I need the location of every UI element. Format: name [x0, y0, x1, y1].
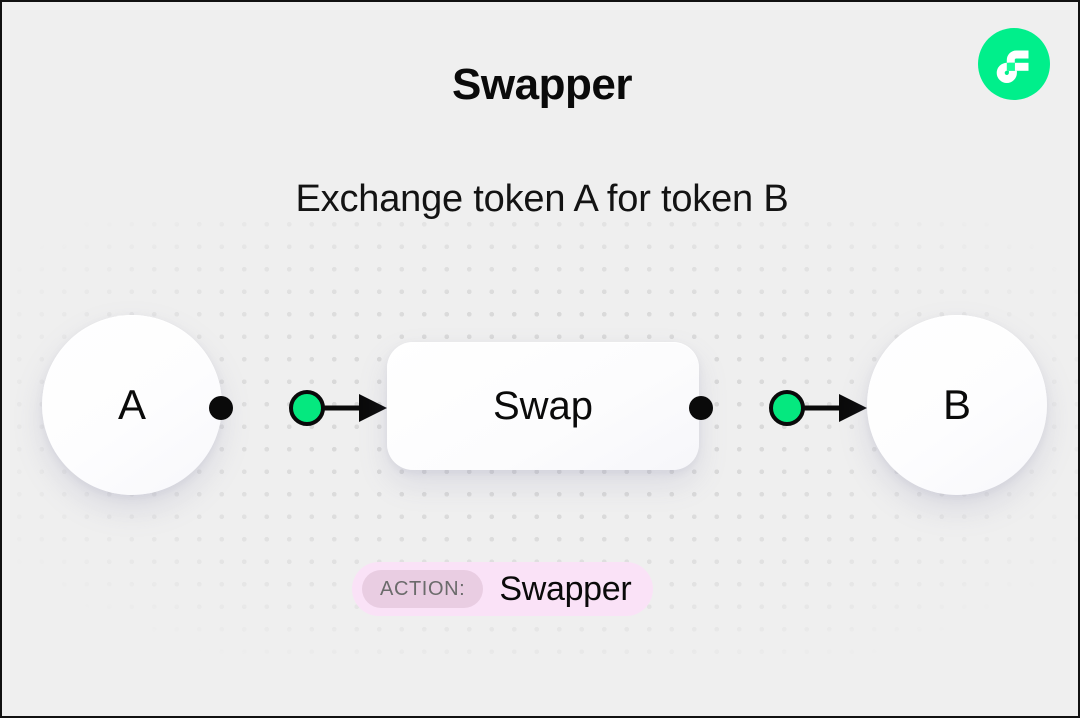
flow-logo-icon — [978, 28, 1050, 100]
node-token-b[interactable]: B — [867, 315, 1047, 495]
node-swap-action[interactable]: Swap — [387, 342, 699, 470]
node-token-a-label: A — [117, 381, 146, 428]
connector-swap-to-b — [687, 386, 867, 430]
node-swap-label: Swap — [492, 383, 594, 428]
page-title: Swapper — [452, 60, 632, 109]
node-token-a[interactable]: A — [42, 315, 222, 495]
page-subtitle: Exchange token A for token B — [295, 178, 789, 220]
action-badge-value: Swapper — [499, 569, 632, 608]
action-badge-label: ACTION: — [362, 570, 484, 608]
connector-a-to-swap — [207, 386, 387, 430]
node-token-b-label: B — [942, 381, 971, 428]
action-badge: ACTION: Swapper — [352, 562, 654, 616]
